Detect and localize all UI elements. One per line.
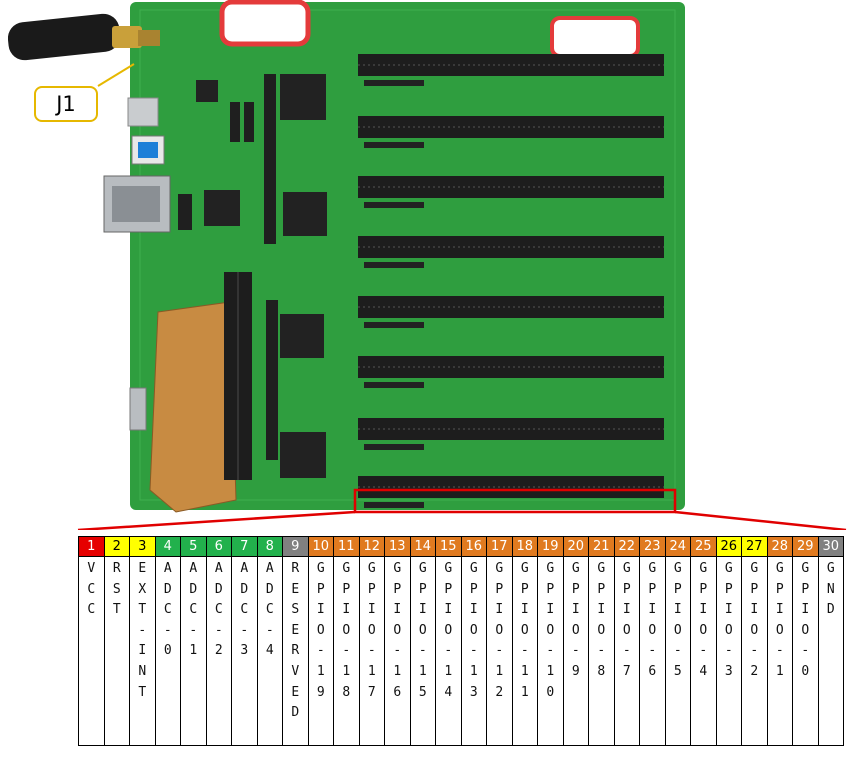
antenna-j1	[7, 13, 160, 61]
pin-header-row	[358, 296, 664, 318]
pin-number: 24	[664, 536, 691, 557]
ic-chip-3	[280, 314, 324, 358]
pin-number: 10	[307, 536, 334, 557]
pin-header-rows	[358, 54, 664, 508]
pin-number: 4	[154, 536, 181, 557]
pin-header-row	[358, 116, 664, 138]
pin-number: 5	[180, 536, 207, 557]
zoom-line-left	[77, 510, 356, 530]
ic-chip-1	[280, 74, 326, 120]
pin-number: 17	[486, 536, 513, 557]
pin-number: 27	[741, 536, 768, 557]
pin-number: 2	[103, 536, 130, 557]
side-usb-port	[129, 387, 147, 431]
micro-usb-port	[127, 97, 159, 127]
pin-number: 8	[256, 536, 283, 557]
pin-number: 25	[690, 536, 717, 557]
pin-number: 30	[817, 536, 844, 557]
pin-number: 6	[205, 536, 232, 557]
pin-header-row	[358, 476, 664, 498]
pin-header-row	[358, 418, 664, 440]
pin-number: 13	[384, 536, 411, 557]
pin-number: 11	[333, 536, 360, 557]
pin-number: 19	[537, 536, 564, 557]
pin-number: 29	[792, 536, 819, 557]
pin-number: 28	[766, 536, 793, 557]
ic-chip-2	[283, 192, 327, 236]
zoom-line-right	[674, 510, 847, 530]
pin-number: 12	[358, 536, 385, 557]
pin-number: 15	[435, 536, 462, 557]
side-label-sticker	[550, 16, 640, 58]
mcu-chip	[204, 190, 240, 226]
pin-header-row	[358, 176, 664, 198]
pin-number: 23	[639, 536, 666, 557]
pin-number: 7	[231, 536, 258, 557]
pin-number: 1	[78, 536, 105, 557]
pcb-photo	[7, 0, 847, 530]
pin-number: 16	[460, 536, 487, 557]
top-label-sticker	[219, 0, 311, 47]
pin-number: 20	[562, 536, 589, 557]
ic-chip-4	[280, 432, 326, 478]
pin-header-row	[358, 236, 664, 258]
pin-header-row	[358, 54, 664, 76]
pin-number: 22	[613, 536, 640, 557]
j1-callout: J1	[34, 86, 98, 122]
pin-number: 14	[409, 536, 436, 557]
pin-header-row	[358, 356, 664, 378]
pin-number: 18	[511, 536, 538, 557]
pcb-illustration	[7, 0, 847, 530]
copper-tape	[149, 301, 237, 513]
pin-number: 3	[129, 536, 156, 557]
callout-leader	[97, 63, 135, 87]
pin-number: 21	[588, 536, 615, 557]
pin-number: 26	[715, 536, 742, 557]
highlight-box	[353, 488, 677, 514]
pin-number: 9	[282, 536, 309, 557]
